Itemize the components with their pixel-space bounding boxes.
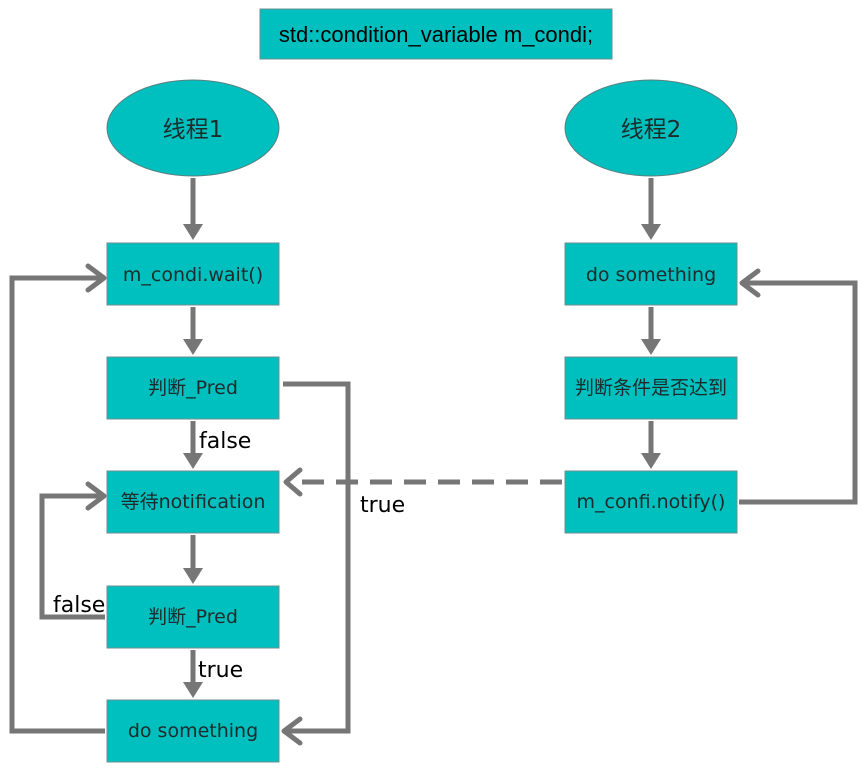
thread1-label: 线程1 xyxy=(163,117,224,143)
arrow-do-something-to-check xyxy=(641,307,661,355)
loop-notify-to-do-something xyxy=(739,268,858,505)
check-text: 判断条件是否达到 xyxy=(575,377,727,399)
title-text: std::condition_variable m_condi; xyxy=(279,22,593,47)
edge-pred1-true-to-do-something xyxy=(281,381,351,746)
thread1-do-something-box xyxy=(106,699,280,763)
wait-text: m_condi.wait() xyxy=(123,264,263,286)
label-true-2: true xyxy=(198,658,243,683)
arrow-thread2-to-do-something xyxy=(641,178,661,240)
arrow-thread1-to-wait xyxy=(183,178,203,240)
thread2-label: 线程2 xyxy=(621,117,682,143)
pred1-text: 判断_Pred xyxy=(148,377,238,399)
check-box xyxy=(564,356,738,420)
wait-box xyxy=(106,242,280,306)
label-false-2: false xyxy=(53,593,105,618)
edge-notify-to-notify-wait-dashed xyxy=(283,467,562,497)
pred2-text: 判断_Pred xyxy=(148,606,238,628)
label-false-1: false xyxy=(199,429,251,454)
notify-wait-text: 等待notification xyxy=(121,491,266,513)
loop-do-something-to-wait xyxy=(9,263,107,734)
pred2-box xyxy=(106,585,280,649)
thread2-do-something-text: do something xyxy=(586,264,716,286)
arrow-wait-to-pred1 xyxy=(183,307,203,355)
title-box xyxy=(259,8,613,60)
arrow-pred1-to-notify-wait xyxy=(183,421,203,469)
label-true-1: true xyxy=(360,493,405,518)
arrow-notify-wait-to-pred2 xyxy=(183,535,203,584)
thread1-ellipse xyxy=(106,79,280,177)
loop-pred2-false-to-notify-wait xyxy=(39,481,107,620)
thread2-do-something-box xyxy=(564,242,738,306)
arrow-pred2-to-do-something xyxy=(183,650,203,698)
thread2-ellipse xyxy=(564,79,738,177)
pred1-box xyxy=(106,356,280,420)
notify-box xyxy=(564,470,738,534)
notify-wait-box xyxy=(106,470,280,534)
thread1-do-something-text: do something xyxy=(128,720,258,742)
notify-text: m_confi.notify() xyxy=(577,491,726,513)
arrow-check-to-notify xyxy=(641,421,661,469)
